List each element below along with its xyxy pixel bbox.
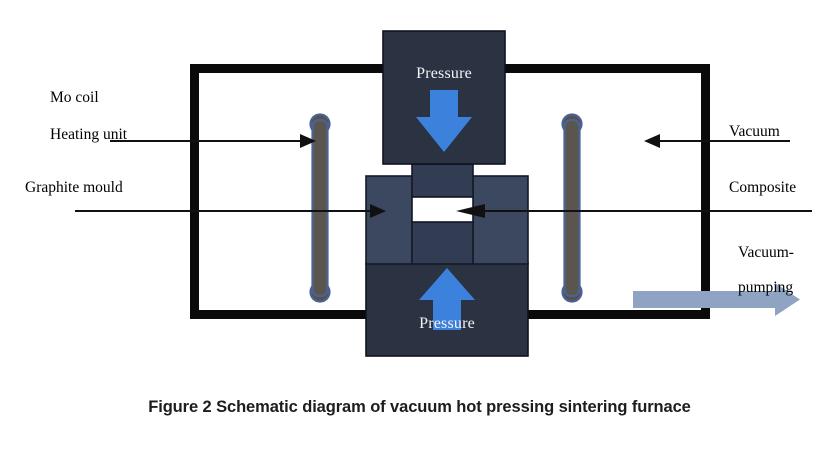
bottom-pressure-arrow (419, 268, 475, 330)
top-pressure-label: Pressure (416, 65, 472, 82)
composite-leader (456, 204, 812, 218)
label-vacuum-pumping-line2: pumping (738, 279, 794, 296)
label-heating-unit: Heating unit (50, 126, 128, 143)
vacuum-leader (644, 134, 790, 148)
bottom-pressure-label: Pressure (419, 315, 475, 332)
mo-coil-left (309, 113, 331, 303)
label-graphite-mould: Graphite mould (25, 179, 123, 196)
vacuum-pumping-arrow (633, 283, 800, 316)
graphite-mould-assembly (365, 163, 529, 265)
figure-caption: Figure 2 Schematic diagram of vacuum hot… (148, 398, 691, 416)
mould-right-block (472, 175, 529, 265)
label-vacuum-pumping-line1: Vacuum- (738, 244, 794, 261)
mo-coil-right (561, 113, 583, 303)
mould-left-block (365, 175, 413, 265)
heating-unit-leader (110, 134, 316, 148)
lower-punch (411, 221, 474, 265)
bottom-press-block (365, 262, 529, 357)
top-press-block (382, 30, 506, 165)
top-pressure-arrow (416, 90, 472, 152)
label-vacuum: Vacuum (729, 123, 780, 140)
graphite-mould-leader (75, 204, 386, 218)
label-composite: Composite (729, 179, 797, 196)
label-mo-coil: Mo coil (50, 89, 99, 106)
upper-punch (411, 163, 474, 198)
